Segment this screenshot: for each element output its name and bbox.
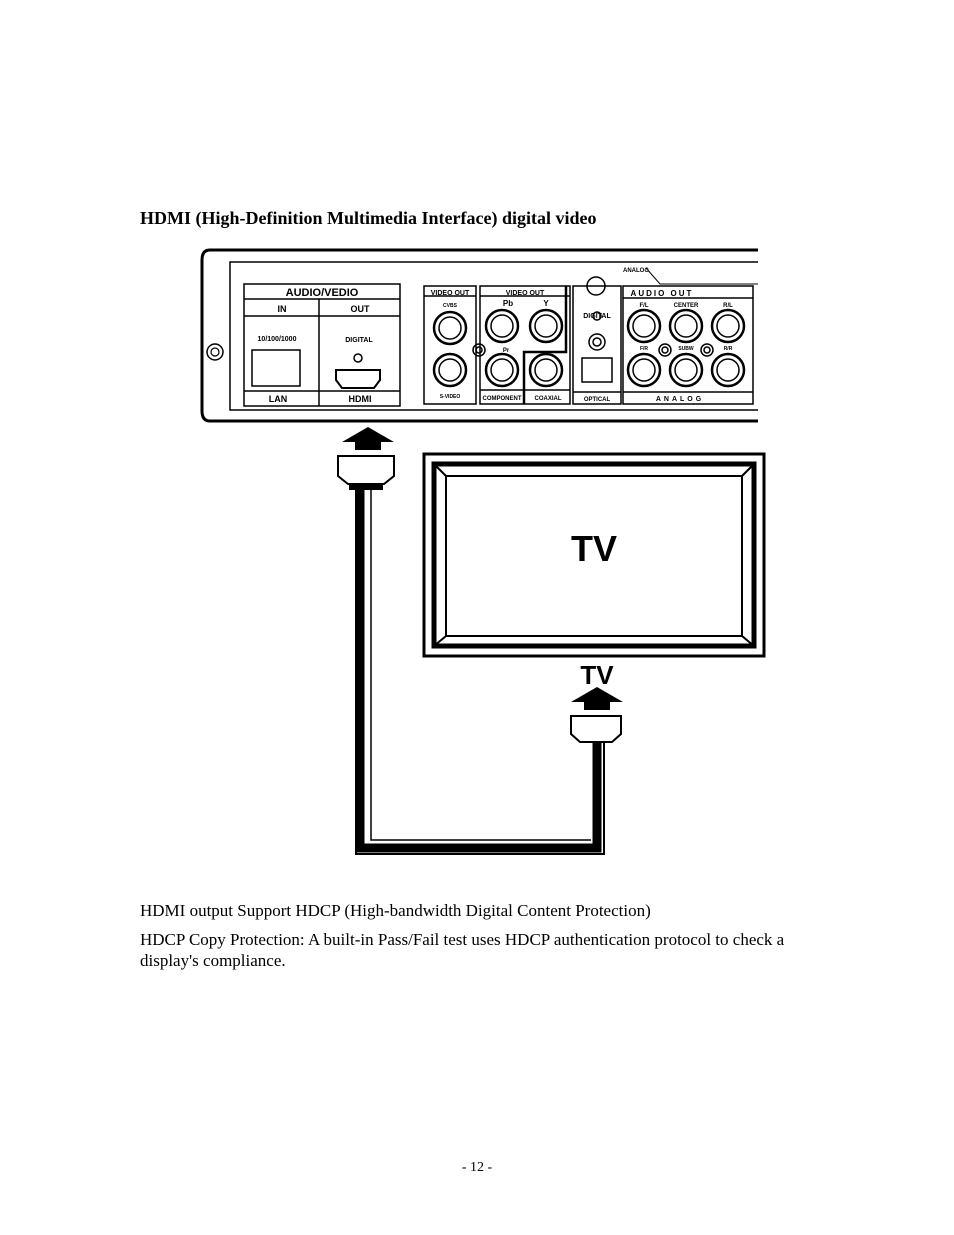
in-label: IN	[278, 304, 287, 314]
hdmi-label: HDMI	[349, 394, 372, 404]
hdmi-plug-icon	[570, 715, 622, 743]
audio-out-label: AUDIO OUT	[631, 289, 694, 298]
page-number: - 12 -	[461, 1160, 493, 1175]
digital-audio-section	[572, 276, 622, 405]
video-out-component-section	[472, 285, 571, 405]
hdmi-plug-icon	[337, 455, 395, 485]
lan-speed-label: 10/100/1000	[258, 336, 297, 343]
av-section	[243, 283, 401, 407]
fr-label: F/R	[640, 346, 648, 352]
svideo-label: S-VIDEO	[440, 394, 461, 400]
video-out-label-2: VIDEO OUT	[506, 290, 545, 297]
hdmi-cable	[355, 490, 605, 855]
optical-port	[581, 357, 613, 383]
audio-video-label: AUDIO/VEDIO	[286, 287, 359, 299]
hdmi-port	[335, 369, 381, 389]
paragraph-hdcp-protection: HDCP Copy Protection: A built-in Pass/Fa…	[140, 930, 785, 970]
digital-label: DIGITAL	[345, 337, 373, 344]
video-out-cvbs-section	[423, 285, 477, 405]
rl-label: R/L	[723, 303, 733, 309]
tv-label: TV	[580, 660, 614, 690]
subw-label: SUBW	[678, 346, 694, 352]
lan-label: LAN	[269, 394, 288, 404]
fl-label: F/L	[640, 303, 649, 309]
section-heading: HDMI (High-Definition Multimedia Interfa…	[140, 208, 597, 228]
cvbs-label: CVBS	[443, 303, 458, 309]
tv-set	[422, 452, 766, 658]
coaxial-label: COAXIAL	[535, 396, 562, 402]
digital-audio-label: DIGITAL	[583, 313, 611, 320]
analog-tag: ANALOG	[623, 268, 649, 274]
tv-screen-label: TV	[571, 528, 617, 569]
analog-audio-section	[622, 267, 758, 405]
analog-bottom-label: ANALOG	[656, 396, 704, 403]
out-label: OUT	[351, 304, 371, 314]
center-label: CENTER	[674, 303, 699, 309]
device-rear-panel	[200, 248, 758, 423]
pb-label: Pb	[503, 299, 513, 308]
rr-label: R/R	[724, 346, 733, 352]
up-arrow-icon	[342, 427, 394, 450]
device-side-connector	[337, 427, 395, 490]
y-label: Y	[543, 299, 549, 308]
lan-port	[251, 349, 301, 387]
paragraph-hdcp-support: HDMI output Support HDCP (High-bandwidth…	[140, 901, 651, 920]
video-out-label-1: VIDEO OUT	[431, 290, 470, 297]
tv-side-connector	[570, 687, 623, 743]
up-arrow-icon	[571, 687, 623, 710]
pr-label: Pr	[503, 348, 510, 354]
hdmi-connection-diagram: AUDIO/VEDIO IN OUT 10/100/1000 DIGITAL L…	[200, 248, 766, 855]
component-label: COMPONENT	[483, 396, 522, 402]
optical-label: OPTICAL	[584, 397, 611, 403]
